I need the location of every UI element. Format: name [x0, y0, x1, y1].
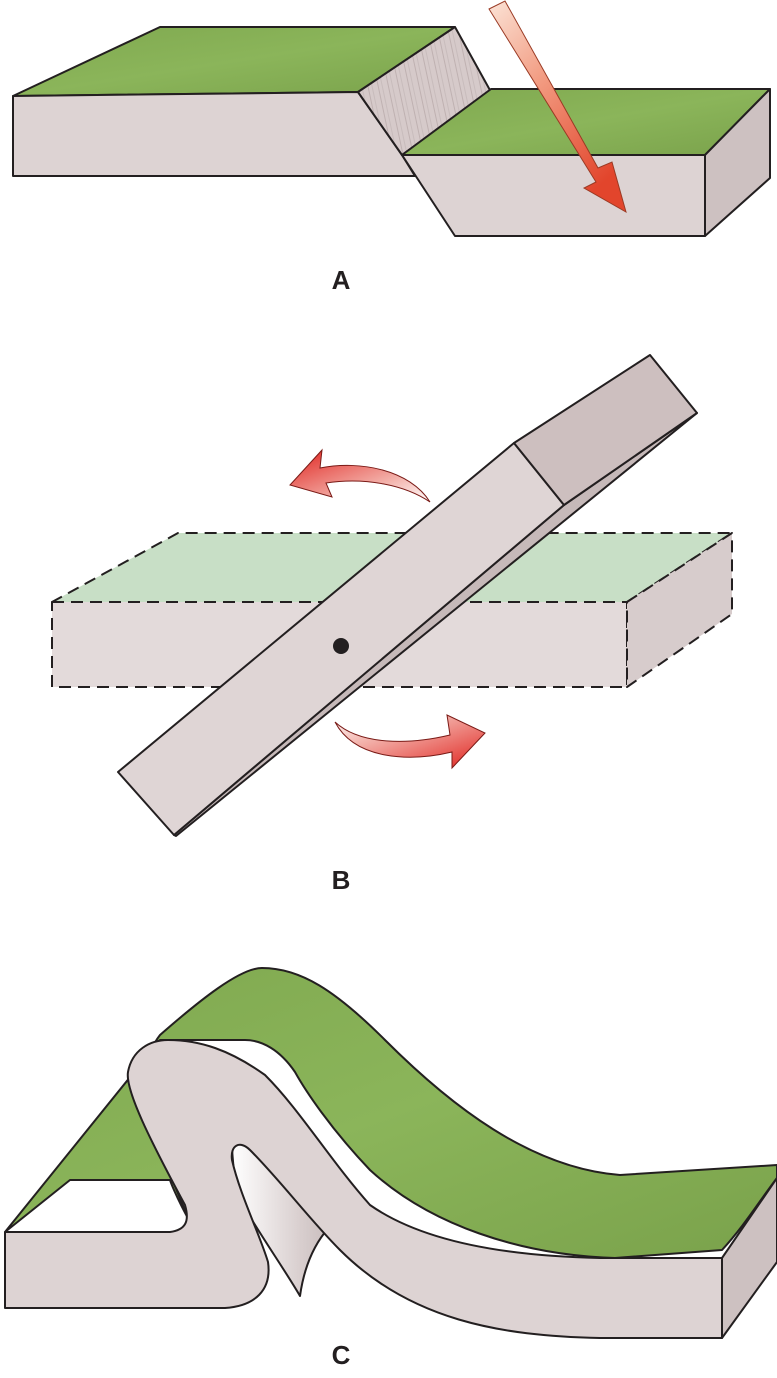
- rotation-arrow-up-icon: [289, 448, 431, 503]
- left-block-front: [12, 91, 416, 177]
- panel-a-fault-block: [12, 26, 771, 237]
- panel-label-a: A: [331, 265, 351, 295]
- fold-top-surface: [4, 967, 777, 1259]
- pivot-point: [333, 638, 349, 654]
- panel-label-b: B: [331, 865, 351, 895]
- slip-arrow-icon: [488, 0, 627, 214]
- right-block-front: [401, 154, 706, 237]
- panel-c-fold: [4, 967, 777, 1339]
- rotation-arrow-down-icon: [334, 714, 486, 770]
- right-block-side: [704, 88, 771, 237]
- panel-label-c: C: [331, 1340, 351, 1370]
- fold-front-face: [4, 1039, 723, 1339]
- tilted-slab-end: [513, 354, 698, 506]
- fold-end-face: [721, 1177, 777, 1339]
- reference-block-side: [626, 532, 733, 688]
